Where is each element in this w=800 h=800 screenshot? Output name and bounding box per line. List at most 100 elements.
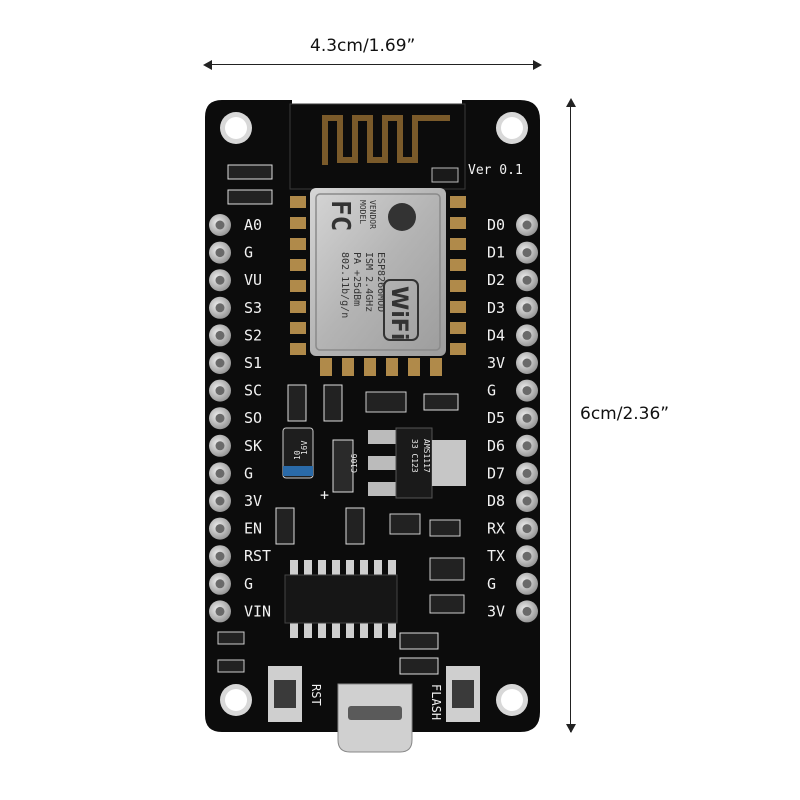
pin-center	[522, 441, 532, 451]
module-power: PA +25dBm	[351, 252, 362, 306]
left-pin-label: EN	[244, 520, 262, 538]
module-pad	[386, 358, 398, 376]
pin-center	[215, 248, 225, 258]
left-pin-label: G	[244, 464, 253, 482]
usb-port-opening	[348, 706, 402, 720]
wifi-logo: WiFi	[386, 286, 411, 340]
ic-pin	[290, 560, 298, 576]
module-pad	[290, 343, 306, 355]
pin-center	[215, 551, 225, 561]
pin-center	[522, 330, 532, 340]
ic-pin	[374, 622, 382, 638]
pin-center	[215, 220, 225, 230]
module-pad	[290, 322, 306, 334]
left-pin-label: SO	[244, 409, 262, 427]
pin-center	[522, 524, 532, 534]
c106-label: C106	[350, 454, 359, 473]
module-pad	[450, 238, 466, 250]
cap-stripe	[283, 466, 313, 476]
module-markings: FC MODEL VENDOR ESP8266MOD ISM 2.4GHz PA…	[325, 200, 419, 341]
ic-pin	[318, 560, 326, 576]
height-arrow-top	[566, 98, 576, 107]
regulator-label: AMS1117	[422, 439, 431, 473]
right-pin-label: 3V	[487, 354, 505, 372]
right-pin-label: TX	[487, 547, 505, 565]
ic-pin	[290, 622, 298, 638]
pin-center	[215, 330, 225, 340]
width-dimension-label: 4.3cm/1.69”	[310, 36, 416, 56]
ic-pin	[388, 560, 396, 576]
module-pad	[290, 196, 306, 208]
left-pin-label: VU	[244, 271, 262, 289]
smd-part-l	[399, 657, 439, 675]
antenna-trace	[322, 115, 450, 165]
smd-part-c	[365, 391, 407, 413]
cap-voltage: 16V	[300, 440, 309, 455]
pin-center	[522, 551, 532, 561]
pin-center	[215, 524, 225, 534]
reg-pin-3	[368, 482, 398, 496]
vendor-label: VENDOR	[368, 200, 377, 229]
pin-center	[215, 413, 225, 423]
module-pad	[290, 301, 306, 313]
left-pin-label: RST	[244, 547, 271, 565]
pin-center	[215, 496, 225, 506]
height-dimension-label: 6cm/2.36”	[580, 404, 670, 424]
left-pin-label: S1	[244, 354, 262, 372]
width-arrow-left	[203, 60, 212, 70]
module-pads	[290, 196, 466, 376]
pin-center	[215, 303, 225, 313]
right-pin-label: D7	[487, 464, 505, 482]
module-pad	[364, 358, 376, 376]
ic-pin	[388, 622, 396, 638]
module-pad	[450, 259, 466, 271]
ic-pin	[360, 622, 368, 638]
right-pin-label: D4	[487, 326, 505, 344]
module-pad	[430, 358, 442, 376]
module-pad	[450, 217, 466, 229]
left-header-pins	[209, 214, 231, 623]
right-pin-label: D2	[487, 271, 505, 289]
ic-pin	[346, 560, 354, 576]
smd-part-g	[389, 513, 421, 535]
flash-button-label: FLASH	[429, 684, 443, 720]
smd-part-d	[423, 393, 459, 411]
reg-pin-1	[368, 430, 398, 444]
right-pin-label: G	[487, 382, 496, 400]
right-pin-label: D6	[487, 437, 505, 455]
left-pin-label: A0	[244, 216, 262, 234]
smd-part-m	[217, 631, 245, 645]
wifi-logo-box	[383, 279, 419, 341]
module-standard: 802.11b/g/n	[339, 252, 350, 318]
pin-center	[522, 275, 532, 285]
ams1117-regulator	[395, 427, 433, 499]
module-pad	[450, 280, 466, 292]
module-pad	[342, 358, 354, 376]
smd-part-j	[429, 594, 465, 614]
pin-center	[215, 386, 225, 396]
model-label: MODEL	[358, 200, 367, 224]
rst-button	[274, 680, 296, 708]
pin-center	[522, 496, 532, 506]
right-pin-label: D5	[487, 409, 505, 427]
left-pin-label: SC	[244, 382, 262, 400]
left-pin-label: G	[244, 244, 253, 262]
pin-center	[215, 275, 225, 285]
right-pin-label: RX	[487, 520, 505, 538]
module-pad	[408, 358, 420, 376]
right-pin-label: 3V	[487, 602, 505, 620]
module-pad	[450, 301, 466, 313]
smd-resistor-2	[227, 189, 273, 205]
version-label: Ver 0.1	[468, 163, 523, 178]
rst-button-label: RST	[309, 684, 323, 706]
left-pin-label: VIN	[244, 602, 271, 620]
ic-pin	[332, 560, 340, 576]
width-dimension-line	[205, 64, 540, 65]
flash-button	[452, 680, 474, 708]
smd-part-e	[275, 507, 295, 545]
led-smd	[431, 167, 459, 183]
pin-center	[522, 358, 532, 368]
smd-part-h	[429, 519, 461, 537]
